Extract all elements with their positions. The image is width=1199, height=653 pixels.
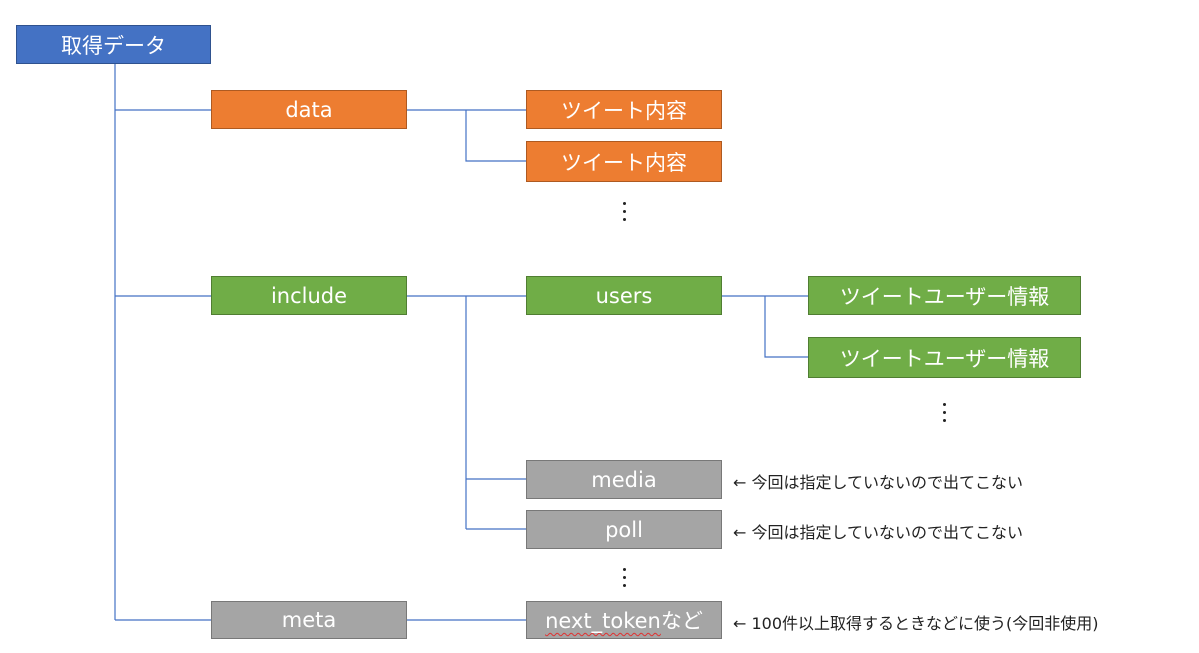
tweet-content-label: ツイート内容 (561, 150, 687, 175)
meta-note: ← 100件以上取得するときなどに使う(今回非使用) (733, 614, 1099, 633)
data-node: data (211, 90, 407, 129)
poll-node-label: poll (605, 517, 643, 542)
root-node-label: 取得データ (61, 33, 166, 58)
meta-node: meta (211, 601, 407, 639)
users-more-ellipsis (939, 403, 949, 422)
tweet-user-info-label: ツイートユーザー情報 (839, 346, 1050, 371)
poll-note: ← 今回は指定していないので出てこない (733, 523, 1024, 542)
include-node: include (211, 276, 407, 315)
users-node-label: users (595, 283, 653, 308)
tweet-user-info-node-1: ツイートユーザー情報 (808, 276, 1081, 315)
tweet-user-info-label: ツイートユーザー情報 (839, 284, 1050, 309)
connector-include-children (407, 295, 526, 530)
include-node-label: include (270, 283, 348, 308)
next-token-label: next_tokenなど (545, 605, 703, 635)
connector-data-children (407, 109, 526, 162)
tweet-user-info-node-2: ツイートユーザー情報 (808, 337, 1081, 378)
media-node: media (526, 460, 722, 499)
media-note: ← 今回は指定していないので出てこない (733, 473, 1024, 492)
data-more-ellipsis (619, 202, 629, 221)
tweet-content-label: ツイート内容 (561, 98, 687, 123)
next-token-suffix: など (660, 609, 703, 633)
tweet-content-node-1: ツイート内容 (526, 90, 722, 129)
include-more-ellipsis (619, 568, 629, 587)
next-token-text: next_token (545, 609, 661, 633)
tweet-content-node-2: ツイート内容 (526, 141, 722, 182)
meta-node-label: meta (281, 608, 337, 632)
media-node-label: media (591, 467, 657, 492)
data-node-label: data (285, 97, 333, 122)
connector-users-children (722, 295, 808, 358)
poll-node: poll (526, 510, 722, 549)
users-node: users (526, 276, 722, 315)
root-node: 取得データ (16, 25, 211, 64)
next-token-node: next_tokenなど (526, 601, 722, 639)
